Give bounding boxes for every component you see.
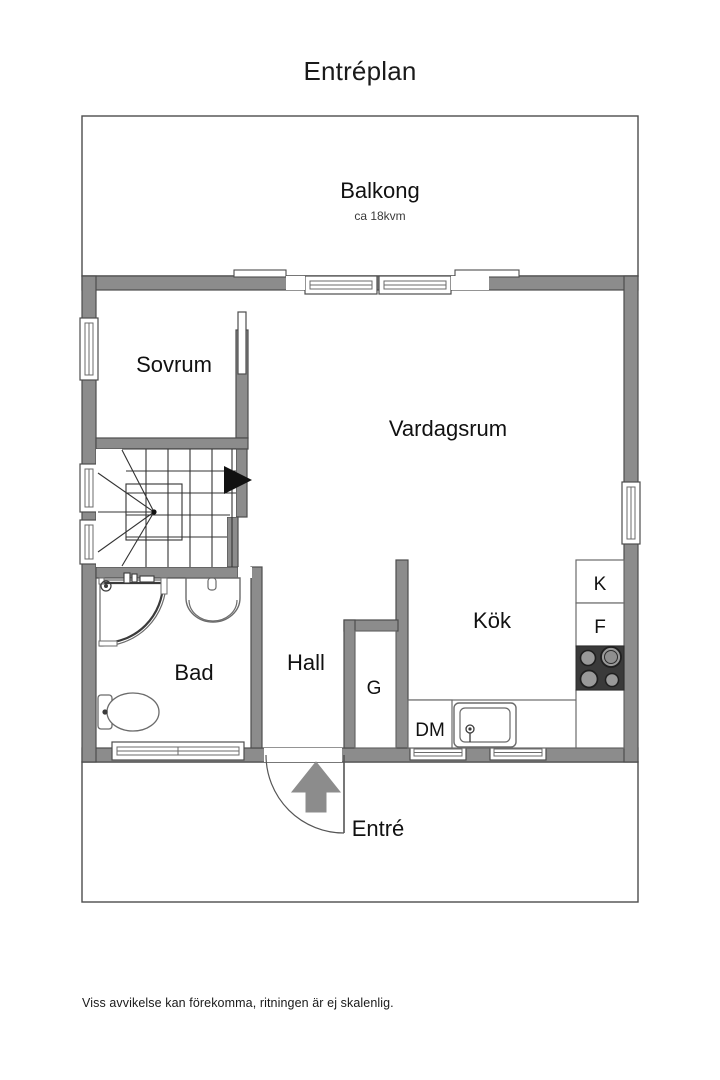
window-bedroom-left [79,317,99,381]
wardrobe-label: G [367,678,382,699]
balcony-label: Balkong [340,178,420,203]
entrance-arrow-icon [290,761,342,813]
bedroom-door-leaf [237,311,247,375]
top-wall-gap-right [451,276,489,290]
dishwasher-label: DM [415,720,445,741]
stove-fixture [575,645,625,691]
balcony-sill-right [454,269,520,278]
window-bath-bottom [111,741,245,761]
hall-room: Hall [287,650,325,675]
livingroom-label: Vardagsrum [389,416,507,441]
entrance-door [264,748,345,834]
balcony-area: Balkong ca 18kvm [81,115,639,277]
bedroom-label: Sovrum [136,352,212,377]
shower-fixture [98,572,168,647]
bathroom-room: Bad [97,572,241,732]
balcony-door-left [304,275,378,295]
window-stair-lower [79,519,99,565]
staircase [96,448,252,567]
window-stair-upper [79,463,99,513]
footer-disclaimer: Viss avvikelse kan förekomma, ritningen … [82,996,394,1010]
livingroom-room: Vardagsrum [389,416,507,441]
kitchen-room: Kök DM K [407,559,625,749]
kitchen-label: Kök [473,608,512,633]
bathroom-label: Bad [174,660,213,685]
balcony-door-right [378,275,452,295]
window-kitchen-bottom-left [409,744,467,761]
bath-door-gap [238,567,252,578]
kitchen-counter-right [575,689,625,749]
kitchen-sink-fixture [453,702,517,748]
fridge-label: F [594,617,606,638]
wardrobe-fixture: G [354,630,397,749]
cabinet-label: K [594,574,607,595]
windows [79,269,641,761]
hall-label: Hall [287,650,325,675]
window-livingroom-right [621,481,641,545]
bedroom-room: Sovrum [136,311,247,377]
page-title: Entréplan [303,56,417,86]
balcony-area-label: ca 18kvm [354,209,405,223]
dishwasher-fixture: DM [407,699,453,749]
entrance-area: Entré [81,761,639,903]
fridge-fixture: F [575,602,625,647]
stair-direction-arrow [224,466,252,494]
balcony-sill-left [233,269,287,278]
cabinet-fixture: K [575,559,625,604]
top-wall-gap-left [286,276,305,290]
window-kitchen-bottom-right [489,744,547,761]
toilet-fixture [97,692,160,732]
washbasin-fixture [185,577,241,623]
entrance-label: Entré [352,816,405,841]
